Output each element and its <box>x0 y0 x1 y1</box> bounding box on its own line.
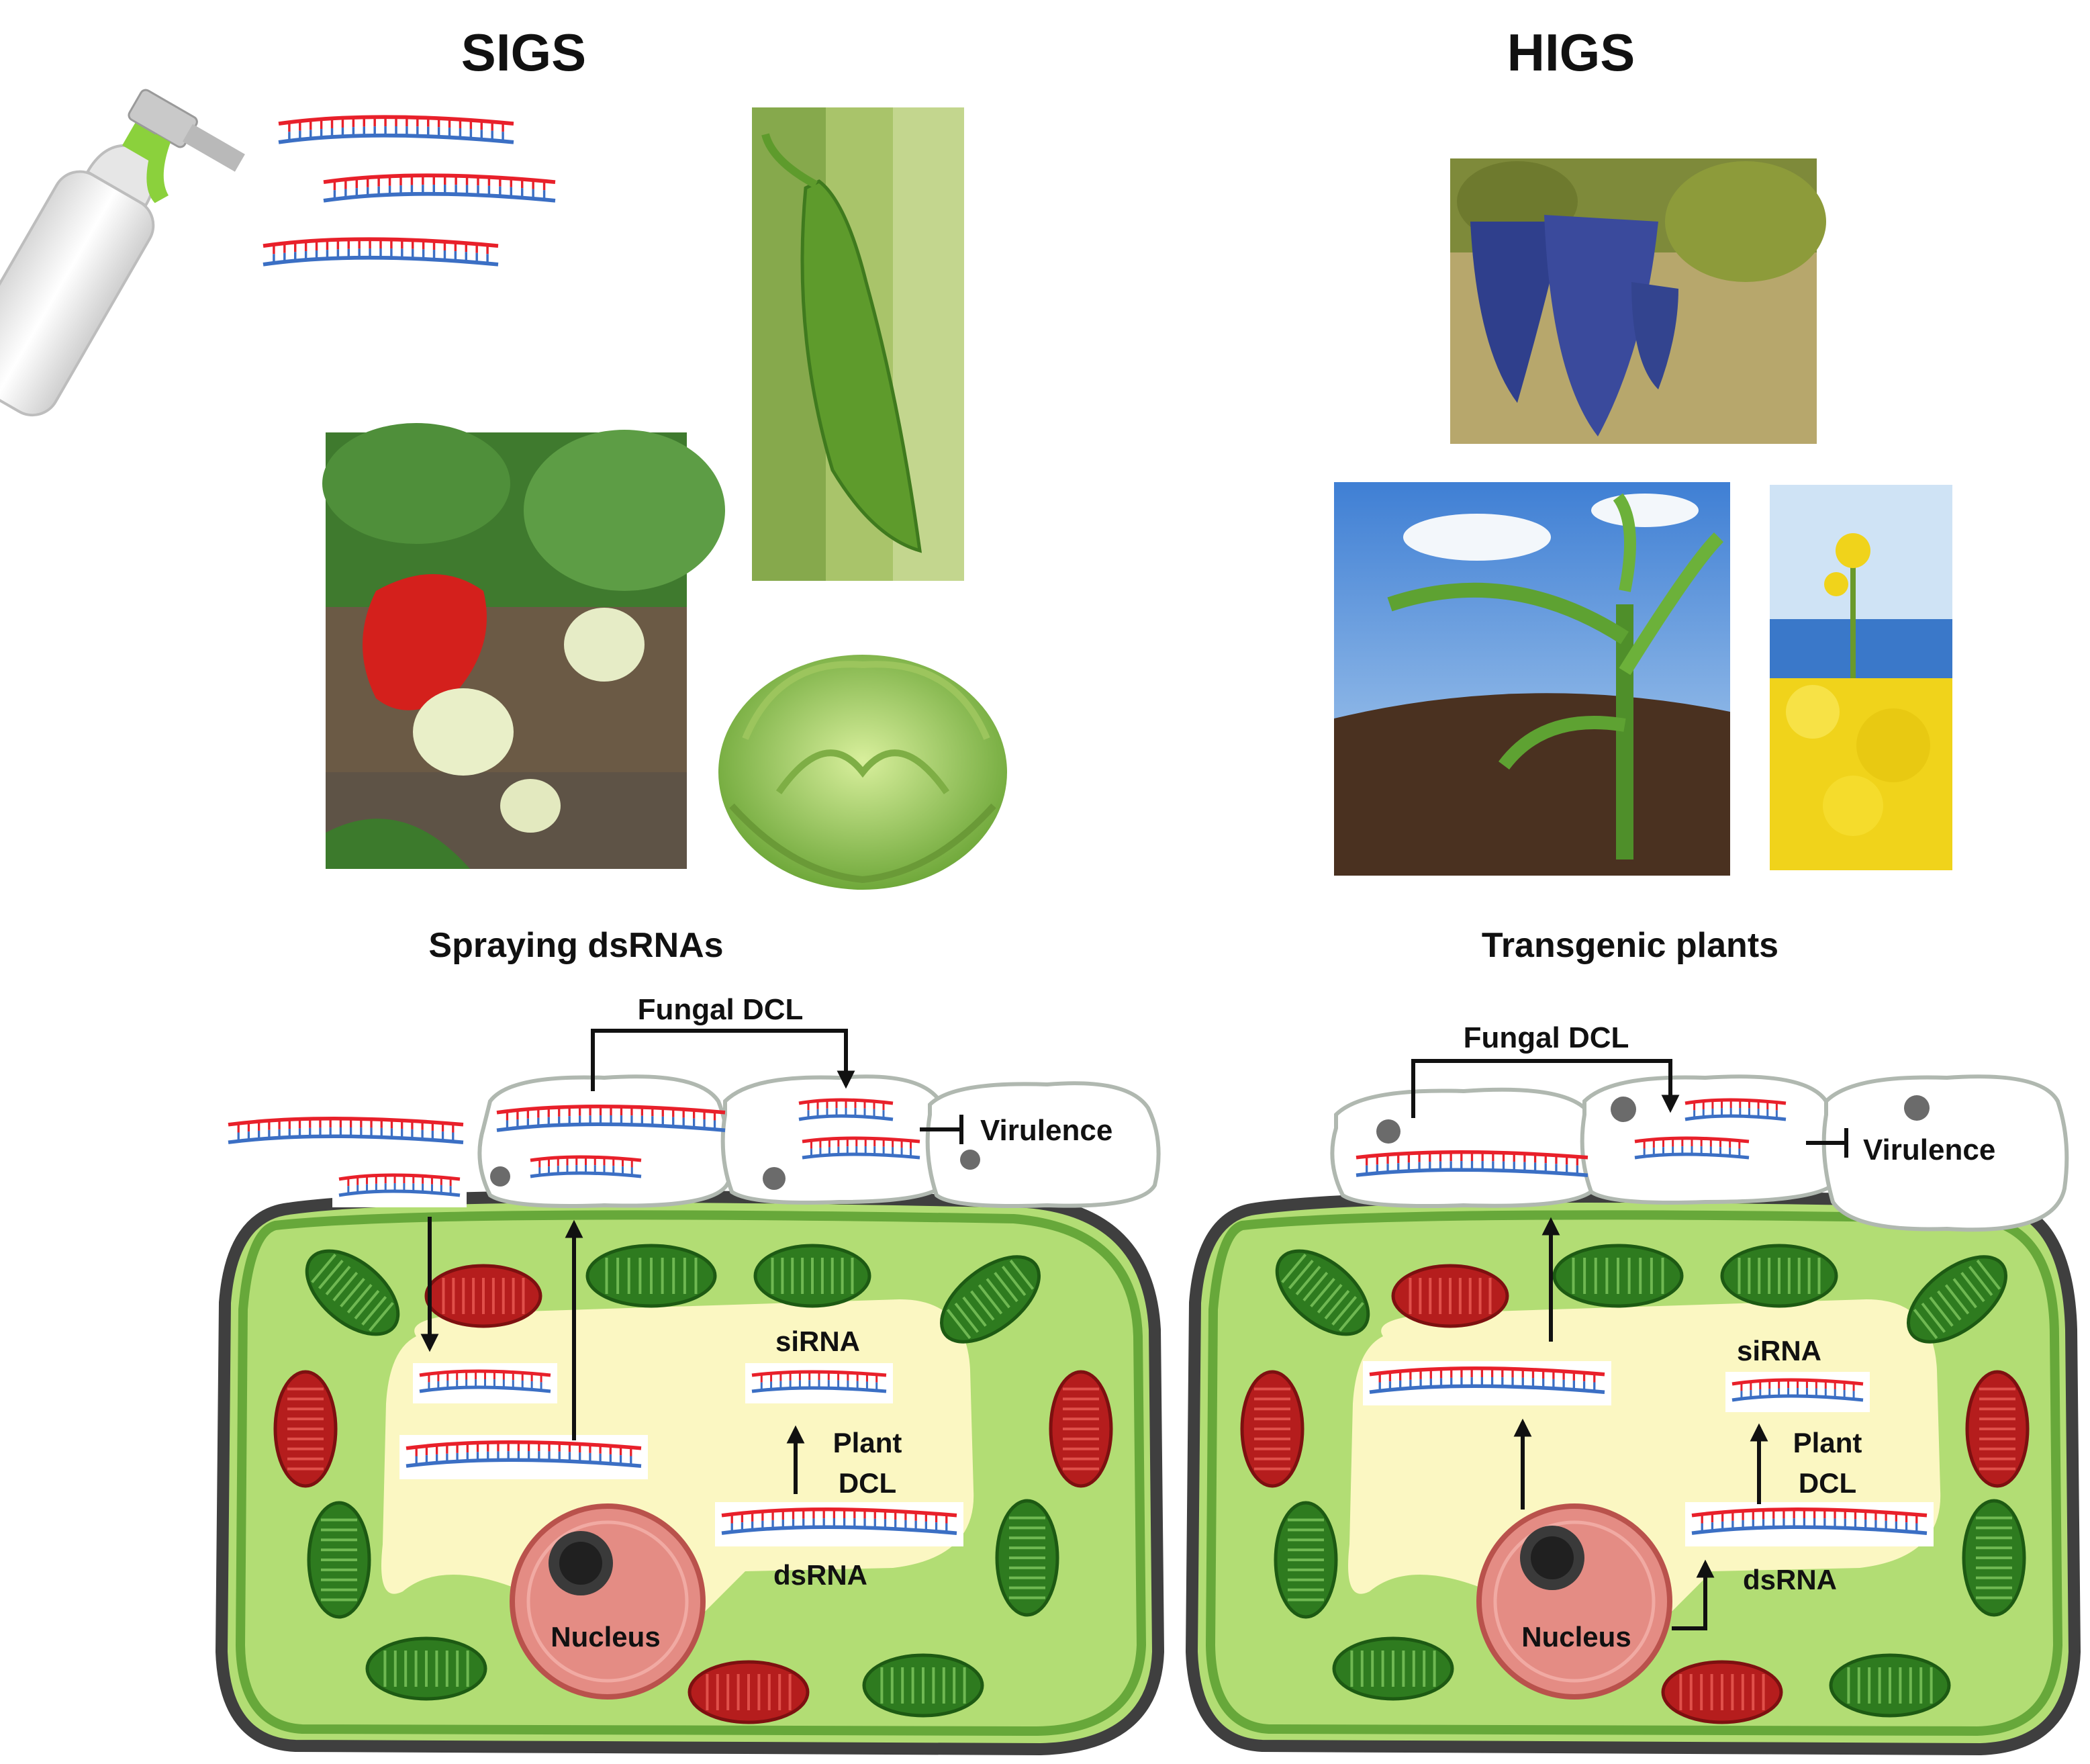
maize-seedling-image <box>1334 482 1730 876</box>
sigs-virulence-inhibition <box>920 1115 963 1144</box>
mitochondrion <box>1661 1660 1783 1724</box>
chloroplast <box>1332 1636 1454 1701</box>
rapeseed-image <box>1770 485 1952 870</box>
strawberry-image <box>322 423 725 869</box>
sigs-title: SIGS <box>461 23 586 82</box>
sigs-fungal-cell-3 <box>925 1081 1161 1208</box>
higs-title: HIGS <box>1507 23 1635 82</box>
mitochondrion <box>424 1264 542 1328</box>
higs-cell-sirna <box>1725 1372 1870 1412</box>
higs-fungal-sirna-1 <box>1684 1098 1787 1121</box>
sigs-spray-dsrna-1 <box>278 115 514 144</box>
rna-molecules-layer <box>228 115 1934 1546</box>
chloroplast <box>1907 1255 2007 1344</box>
sigs-cell-dsrna <box>715 1502 963 1546</box>
higs-plant-dcl-label-2: DCL <box>1799 1467 1856 1499</box>
higs-cell-dsrna-left <box>1363 1361 1611 1405</box>
higs-subtitle: Transgenic plants <box>1482 926 1778 965</box>
chloroplast <box>753 1244 871 1308</box>
higs-fungal-hyphae <box>1330 1074 2069 1232</box>
higs-fungal-dcl-arrow <box>1411 1059 1680 1118</box>
sigs-subtitle: Spraying dsRNAs <box>428 926 723 965</box>
sigs-spray-dsrna-2 <box>323 173 556 203</box>
higs-nucleus-dsrna-arrow <box>1672 1559 1715 1630</box>
higs-sirna-label: siRNA <box>1737 1335 1821 1366</box>
organelles-layer <box>273 1244 2030 1724</box>
sigs-fungal-sirna-2 <box>798 1098 894 1121</box>
pea-pod-image <box>752 107 964 581</box>
mitochondrion <box>1049 1370 1113 1488</box>
sigs-plant-dcl-label-1: Plant <box>833 1427 902 1458</box>
chloroplast <box>365 1636 487 1701</box>
higs-virulence-inhibition <box>1806 1128 1848 1158</box>
mitochondrion <box>1391 1264 1509 1328</box>
chloroplast <box>995 1499 1059 1617</box>
sigs-cell-sirna-left <box>413 1363 557 1403</box>
mitochondrion <box>687 1660 810 1724</box>
chloroplast <box>1829 1653 1951 1718</box>
higs-plant-dcl-label-1: Plant <box>1793 1427 1862 1458</box>
sigs-plant-dcl-label-2: DCL <box>839 1467 896 1499</box>
spray-bottle-image <box>0 89 245 417</box>
chloroplast <box>1720 1244 1838 1308</box>
chloroplast <box>940 1255 1041 1344</box>
chloroplast <box>305 1249 400 1336</box>
sigs-surface-dsrna-2 <box>332 1167 467 1207</box>
sigs-fungal-dcl-label: Fungal DCL <box>638 993 804 1026</box>
lettuce-image <box>718 655 1007 890</box>
sigs-dsrna-label: dsRNA <box>773 1559 867 1591</box>
sigs-fungal-sirna-1 <box>530 1155 642 1178</box>
higs-fungal-sirna-2 <box>1634 1136 1750 1160</box>
higs-fungal-dcl-label: Fungal DCL <box>1464 1021 1629 1054</box>
higs-virulence-label: Virulence <box>1863 1133 1995 1166</box>
higs-nucleus <box>1476 1503 1672 1700</box>
chloroplast <box>1275 1249 1370 1336</box>
sigs-fungal-cell-1 <box>477 1074 731 1208</box>
higs-nucleus-label: Nucleus <box>1521 1621 1631 1653</box>
sigs-nucleus-label: Nucleus <box>551 1621 660 1653</box>
chloroplast <box>1962 1499 2026 1617</box>
sigs-nucleus <box>510 1503 706 1700</box>
chloroplast <box>1274 1501 1338 1619</box>
higs-cell-dsrna <box>1685 1502 1934 1546</box>
higs-dsrna-label: dsRNA <box>1743 1564 1837 1595</box>
higs-arrows <box>1411 1059 1848 1630</box>
sigs-fungal-sirna-3 <box>802 1136 920 1160</box>
chloroplast <box>307 1501 371 1619</box>
chloroplast <box>1552 1244 1684 1308</box>
sigs-spray-dsrna-3 <box>263 237 499 267</box>
mitochondrion <box>273 1370 338 1488</box>
sigs-cell-dsrna-left <box>399 1435 648 1479</box>
sigs-fungal-dsrna <box>496 1105 726 1132</box>
higs-fungal-cell-1 <box>1330 1087 1599 1208</box>
sigs-virulence-label: Virulence <box>980 1114 1112 1147</box>
higs-fungal-dsrna <box>1356 1150 1588 1177</box>
mitochondrion <box>1965 1370 2030 1488</box>
sigs-sirna-label: siRNA <box>775 1326 860 1357</box>
sigs-arrows <box>420 1029 963 1494</box>
higs-fungal-cell-3 <box>1821 1074 2069 1232</box>
chloroplast <box>862 1653 984 1718</box>
grapes-image <box>1450 158 1826 444</box>
chloroplast <box>585 1244 717 1308</box>
sigs-cell-sirna <box>745 1363 893 1403</box>
sigs-surface-dsrna-1 <box>228 1117 464 1144</box>
sigs-fungal-dcl-arrow <box>591 1029 855 1091</box>
mitochondrion <box>1240 1370 1304 1488</box>
